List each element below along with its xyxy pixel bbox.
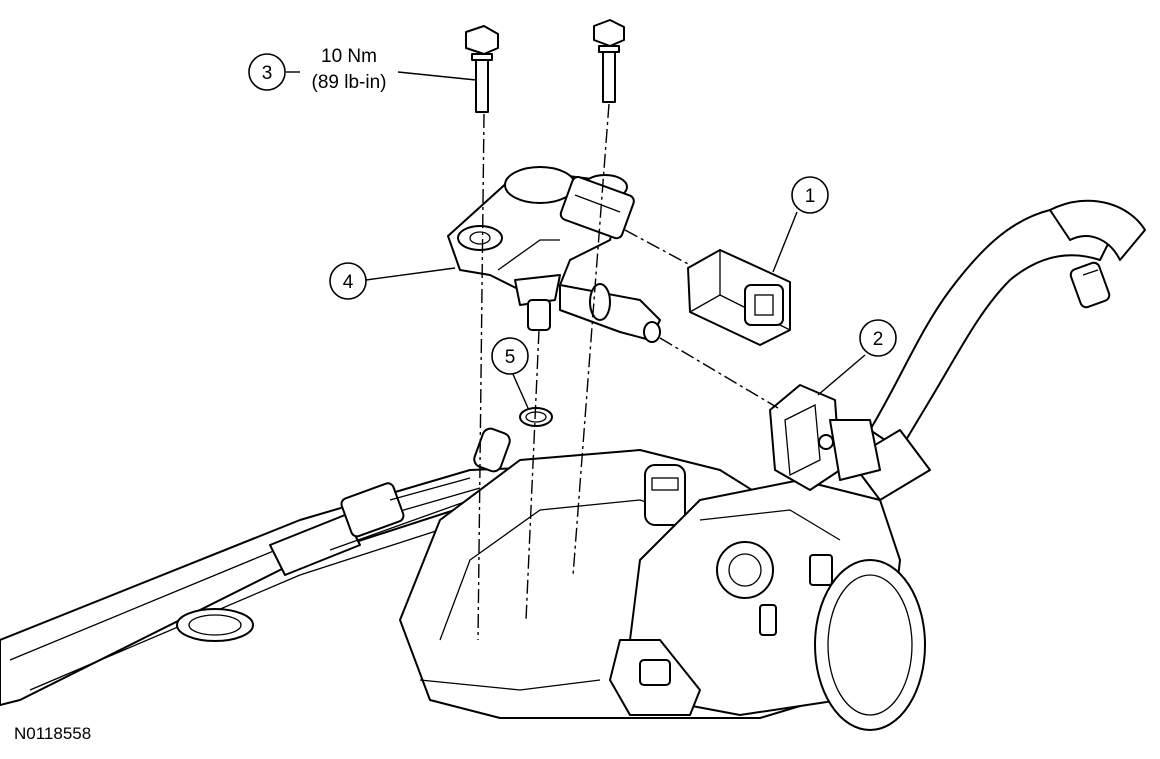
callout-4: 4 xyxy=(329,262,456,300)
bolt-right xyxy=(593,19,625,103)
hose-quick-connector xyxy=(769,384,881,491)
torque-metric: 10 Nm xyxy=(321,46,377,67)
svg-text:5: 5 xyxy=(505,347,516,368)
figure-id: N0118558 xyxy=(14,724,92,743)
bolt-left xyxy=(465,25,499,113)
callout-1: 1 xyxy=(772,176,829,273)
torque-spec: 10 Nm (89 lb-in) xyxy=(312,46,387,93)
torque-imperial: (89 lb-in) xyxy=(312,72,387,93)
purge-valve xyxy=(447,166,661,343)
callout-2: 2 xyxy=(817,319,897,396)
svg-text:4: 4 xyxy=(343,272,354,293)
vent-hose xyxy=(849,199,1146,501)
throttle-body xyxy=(609,479,926,731)
svg-text:1: 1 xyxy=(805,186,816,207)
callout-3: 3 xyxy=(248,53,477,91)
assembly-center-lines xyxy=(477,103,779,641)
svg-text:2: 2 xyxy=(873,329,884,350)
callout-5: 5 xyxy=(491,337,529,409)
electrical-connector xyxy=(687,249,791,346)
svg-text:3: 3 xyxy=(262,63,273,84)
